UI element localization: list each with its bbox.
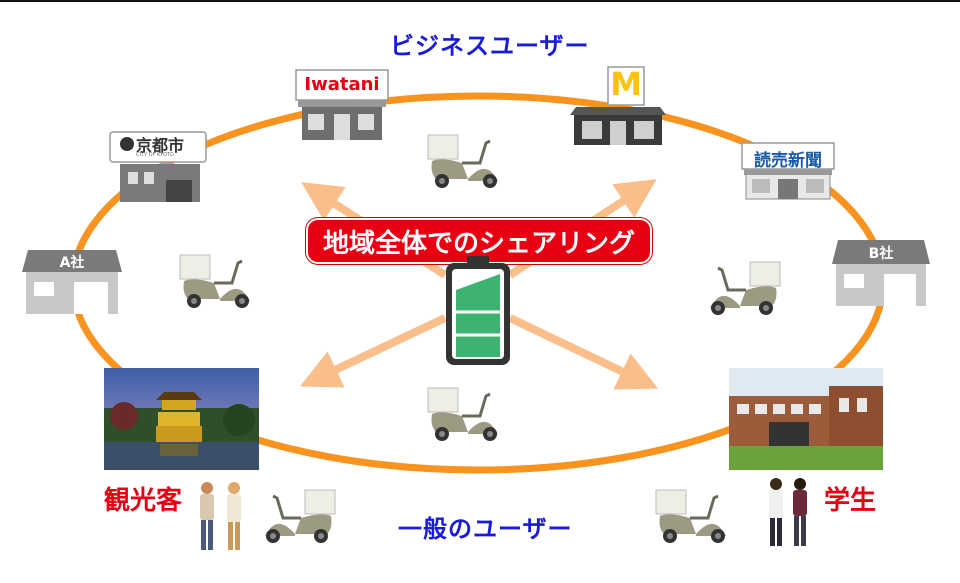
general-users-heading: 一般のユーザー [398, 515, 573, 543]
scooter-icon [654, 488, 728, 545]
tourists-figures [200, 482, 241, 550]
kyoto-logo: 京都市 [136, 136, 185, 155]
scooter-icon [426, 386, 500, 443]
kyoto-city-office: 京都市 CITY OF KYOTO [109, 131, 207, 202]
building-icon [832, 240, 930, 306]
building-icon [22, 250, 122, 314]
kyoto-subtitle: CITY OF KYOTO [136, 152, 174, 158]
scooter-icon [426, 133, 500, 190]
store-icon [741, 142, 835, 200]
students-figures [769, 478, 807, 546]
top-border-line [0, 0, 960, 2]
mcdonalds-store: M [568, 65, 668, 147]
company-a-building: A社 [22, 250, 122, 314]
students-label: 学生 [824, 486, 877, 516]
yomiuri-logo: 読売新聞 [754, 151, 822, 171]
building-icon [109, 131, 207, 202]
company-a-label: A社 [59, 255, 85, 271]
arrow-down-right [508, 314, 659, 390]
store-icon [570, 66, 666, 145]
iwatani-logo: Iwatani [304, 74, 380, 95]
store-icon [295, 69, 389, 140]
business-users-heading: ビジネスユーザー [390, 32, 590, 60]
arrow-down-left [299, 314, 447, 388]
mcdonalds-logo: M [610, 65, 642, 103]
tourist-photo [104, 368, 259, 470]
tourists-label: 観光客 [104, 486, 183, 516]
battery-icon [446, 256, 510, 365]
company-b-label: B社 [868, 246, 894, 262]
scooter-icon [178, 253, 252, 310]
scooter-icon [263, 488, 337, 545]
iwatani-store: Iwatani [295, 69, 389, 140]
scooter-icon [708, 260, 782, 317]
student-photo [729, 368, 883, 470]
company-b-building: B社 [832, 240, 930, 306]
yomiuri-store: 読売新聞 [741, 142, 835, 200]
